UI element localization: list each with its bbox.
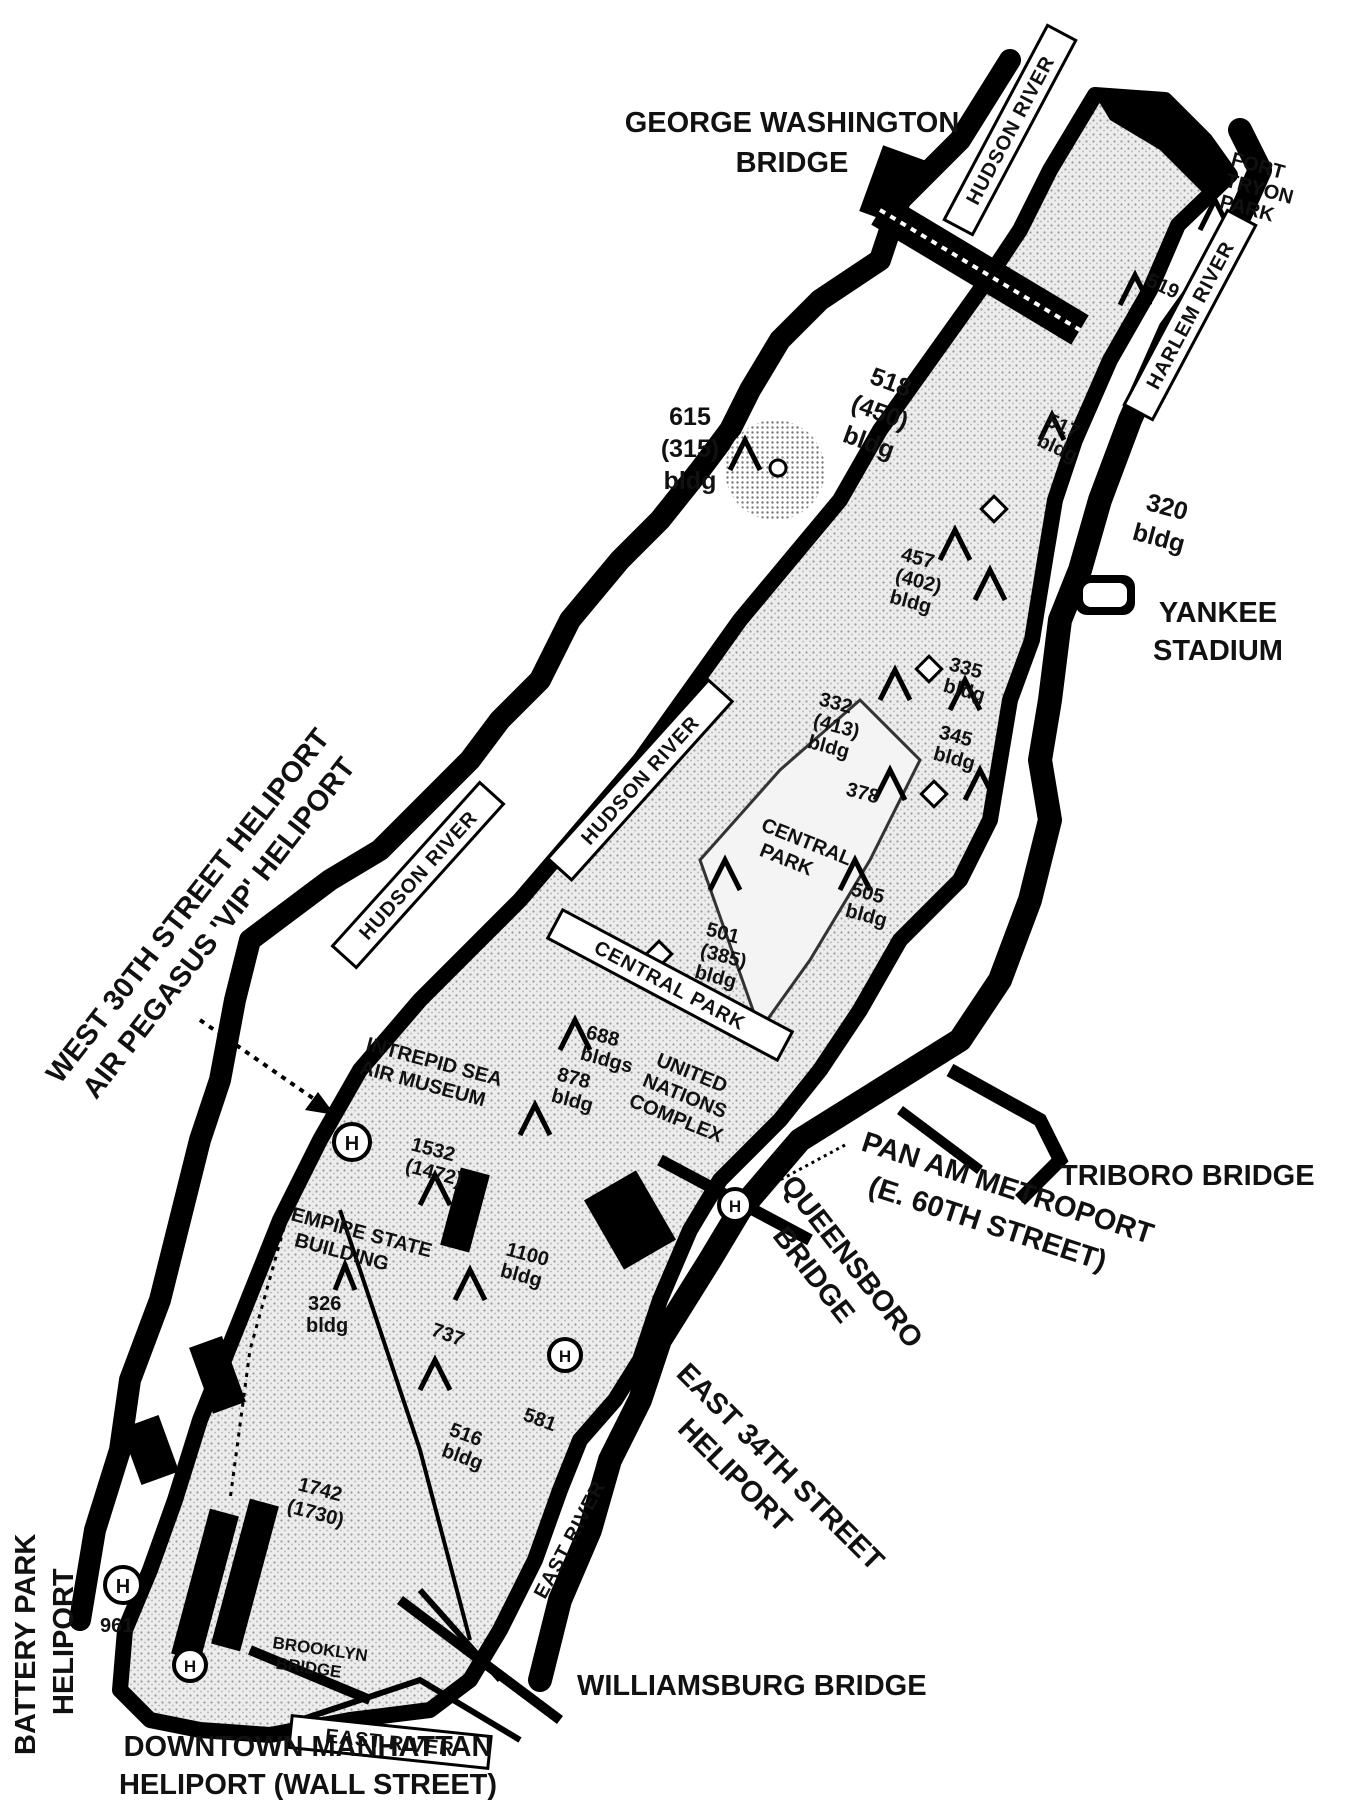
east34-heliport-icon[interactable]: H — [547, 1337, 583, 1373]
west30-pointer — [198, 1018, 332, 1112]
svg-text:YANKEE: YANKEE — [1159, 597, 1277, 629]
svg-text:HUDSON RIVER: HUDSON RIVER — [355, 807, 482, 945]
downtown-heliport-icon[interactable]: H — [172, 1647, 208, 1683]
west-side-route — [228, 1169, 302, 1501]
battery-park-label: BATTERY PARK HELIPORT — [10, 1534, 80, 1755]
downtown-heliport-label: DOWNTOWN MANHATTAN HELIPORT (WALL STREET… — [119, 1731, 497, 1801]
obstruction-326: 326 bldg — [306, 1293, 348, 1337]
brooklyn-bridge-label: BROOKLYN BRIDGE — [271, 1633, 368, 1682]
west30-arrowhead — [305, 1092, 335, 1115]
panam-pointer — [779, 1143, 846, 1182]
west30-heliport-label: WEST 30TH STREET HELIPORT AIR PEGASUS 'V… — [40, 723, 362, 1105]
obstruction-ring — [768, 458, 788, 478]
harlem-river-line — [997, 288, 1153, 761]
west-piers — [120, 1167, 676, 1662]
svg-text:bldg: bldg — [306, 1315, 348, 1337]
svg-text:H: H — [184, 1657, 196, 1676]
svg-text:GEORGE WASHINGTON: GEORGE WASHINGTON — [625, 107, 960, 139]
obstruction-961: 961 — [100, 1615, 133, 1637]
svg-text:EAST 34TH STREET: EAST 34TH STREET — [670, 1357, 890, 1577]
svg-text:HELIPORT: HELIPORT — [48, 1568, 80, 1715]
obstruction-symbols — [332, 194, 1233, 1392]
downtown-route — [299, 1676, 522, 1743]
obstruction-320: 320 bldg — [1130, 488, 1191, 558]
yankee-stadium-shape — [1075, 575, 1135, 615]
svg-text:BRIDGE: BRIDGE — [736, 147, 849, 179]
svg-text:(315): (315) — [661, 435, 719, 463]
williamsburg-bridge-label: WILLIAMSBURG BRIDGE — [577, 1670, 927, 1702]
triboro-bridge-label: TRIBORO BRIDGE — [1060, 1160, 1315, 1192]
svg-text:H: H — [116, 1576, 130, 1598]
svg-text:BATTERY PARK: BATTERY PARK — [10, 1534, 42, 1755]
svg-text:HELIPORT (WALL STREET): HELIPORT (WALL STREET) — [119, 1769, 497, 1801]
svg-text:bldg: bldg — [664, 467, 717, 495]
new-jersey-shoreline — [69, 49, 1021, 1631]
williamsburg-bridge — [397, 1588, 563, 1724]
svg-text:H: H — [559, 1347, 571, 1366]
obstruction-332: 332 (413) bldg — [805, 689, 861, 764]
obstruction-diamond-2 — [979, 494, 1009, 524]
svg-text:326: 326 — [308, 1293, 341, 1315]
svg-text:H: H — [345, 1133, 359, 1155]
east-side-route — [338, 1209, 472, 1641]
inwood-shore — [1095, 95, 1230, 200]
obstruction-457: 457 (402) bldg — [887, 544, 943, 619]
brooklyn-bridge — [248, 1645, 372, 1705]
battery-heliport-icon[interactable]: H — [103, 1565, 143, 1605]
west30-heliport-icon[interactable]: H — [332, 1122, 372, 1162]
george-washington-bridge — [859, 145, 1089, 345]
svg-text:H: H — [729, 1197, 741, 1216]
svg-text:STADIUM: STADIUM — [1153, 635, 1283, 667]
obstruction-diamond-4 — [919, 779, 949, 809]
obstruction-615: 615 (315) bldg — [661, 403, 719, 495]
yankee-stadium-label: YANKEE STADIUM — [1153, 597, 1283, 667]
svg-text:DOWNTOWN MANHATTAN: DOWNTOWN MANHATTAN — [124, 1731, 493, 1763]
panam-heliport-icon[interactable]: H — [717, 1187, 753, 1223]
east-river-banner: EAST RIVER — [287, 1713, 493, 1771]
panam-metroport-label: PAN AM METROPORT (E. 60TH STREET) — [858, 1126, 1158, 1277]
triboro-bridge — [897, 1063, 1069, 1205]
obstruction-516: 516 bldg — [439, 1419, 486, 1475]
gw-bridge-label: GEORGE WASHINGTON BRIDGE — [625, 107, 960, 179]
svg-text:615: 615 — [669, 403, 711, 431]
obstruction-diamond-1 — [914, 654, 944, 684]
east34-heliport-label: EAST 34TH STREET HELIPORT — [670, 1357, 890, 1577]
